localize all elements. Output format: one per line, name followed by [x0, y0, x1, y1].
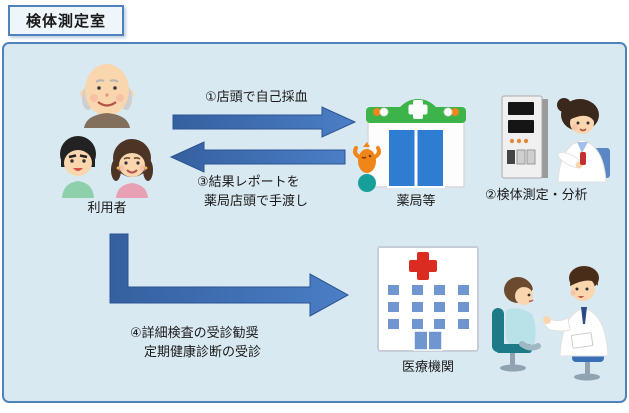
patient-icon: [492, 277, 541, 372]
hospital-windows: [388, 285, 469, 329]
capsule-icon: [373, 107, 459, 117]
users-illustration: [60, 64, 153, 198]
hospital-icon: [377, 246, 479, 352]
doctor-icon: [543, 266, 609, 381]
flow-panel: 利用者 ①店頭で自己採血 ③結果レポートを 薬局店頭で手渡し: [2, 42, 627, 403]
man-icon: [60, 136, 96, 198]
hospital-label: 医療機関: [401, 360, 454, 375]
users-label: 利用者: [87, 201, 127, 216]
technician-icon: [557, 98, 610, 183]
step3-label-line2: 薬局店頭で手渡し: [204, 194, 309, 209]
page-title: 検体測定室: [25, 12, 106, 30]
step2-label: ②検体測定・分析: [485, 188, 588, 203]
step4-label: ④詳細検査の受診勧奨 定期健康診断の受診: [130, 324, 261, 362]
title-box: 検体測定室: [8, 5, 124, 36]
pharmacy-label: 薬局等: [396, 194, 436, 209]
step4-label-line2: 定期健康診断の受診: [144, 345, 262, 360]
step4-label-line1: ④詳細検査の受診勧奨: [130, 326, 259, 341]
step1-label: ①店頭で自己採血: [205, 90, 308, 105]
elderly-man-icon: [80, 64, 134, 128]
analyzer-icon: [501, 95, 548, 179]
arrow-right-step1-icon: [172, 106, 357, 138]
pharmacy-icon: [366, 99, 466, 188]
woman-icon: [111, 139, 153, 198]
step3-label-line1: ③結果レポートを: [197, 175, 300, 190]
step3-label: ③結果レポートを 薬局店頭で手渡し: [197, 173, 308, 211]
arrow-left-step3-icon: [169, 141, 346, 173]
mascot-icon: [353, 142, 381, 192]
consultation-icon: [492, 266, 609, 381]
arrow-elbow-step4-icon: [109, 233, 350, 317]
